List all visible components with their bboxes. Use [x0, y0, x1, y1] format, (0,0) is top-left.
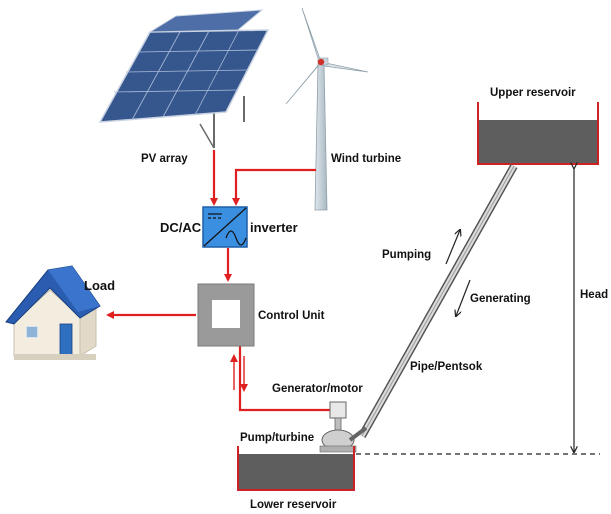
- generating-label: Generating: [470, 293, 531, 305]
- solar-panel-icon: [98, 9, 270, 149]
- lower-reservoir: [237, 446, 355, 491]
- pump-turbine-label: Pump/turbine: [240, 432, 314, 444]
- upper-reservoir-label: Upper reservoir: [490, 87, 576, 99]
- pumping-arrow: [445, 230, 460, 265]
- generator-icon: [329, 401, 347, 431]
- load-label: Load: [84, 278, 115, 293]
- house-icon: [5, 265, 101, 360]
- pump-turbine-icon: [319, 426, 368, 453]
- control-unit-label: Control Unit: [258, 310, 325, 322]
- control-unit-box: [197, 283, 255, 347]
- generating-arrow: [456, 279, 471, 316]
- generator-motor-label: Generator/motor: [272, 383, 363, 395]
- upper-reservoir: [477, 102, 599, 165]
- penstock-pipe: [358, 164, 518, 438]
- power-flow-lines: [106, 150, 330, 412]
- inverter-icon: [202, 206, 248, 248]
- pipe-penstock-label: Pipe/Pentsok: [410, 361, 483, 373]
- pumping-label: Pumping: [382, 249, 431, 261]
- lower-reservoir-label: Lower reservoir: [250, 499, 337, 511]
- inverter-right-label: inverter: [250, 220, 298, 235]
- inverter-left-label: DC/AC: [160, 220, 202, 235]
- wind-turbine-icon: [285, 7, 369, 211]
- head-label: Head: [580, 289, 608, 301]
- wind-turbine-label: Wind turbine: [331, 153, 401, 165]
- pv-array-label: PV array: [141, 153, 188, 165]
